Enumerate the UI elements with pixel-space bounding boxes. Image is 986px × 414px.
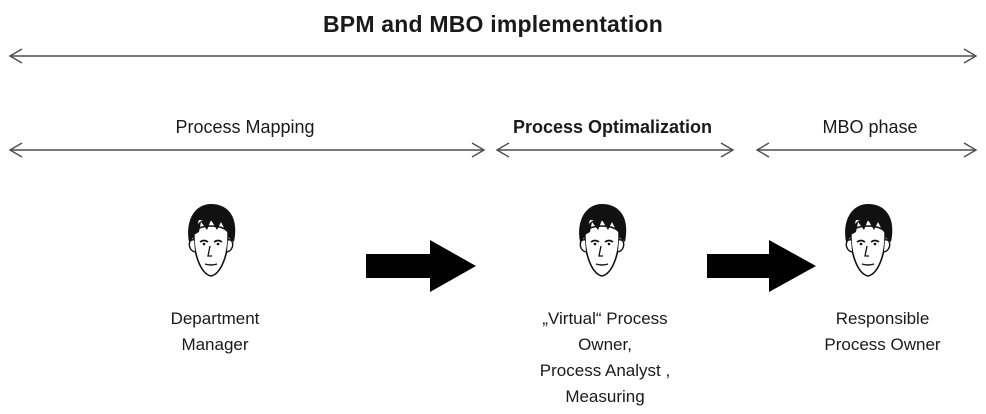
- phase-label-process-mapping: Process Mapping: [175, 117, 315, 137]
- role-label-responsible-process-owner: Responsible Process Owner: [824, 309, 941, 354]
- thick-right-arrow-icon: [366, 240, 476, 292]
- process-mapping-span-arrow: [8, 142, 486, 158]
- phase-label-process-optimalization: Process Optimalization: [512, 117, 713, 137]
- person-face-icon: [578, 203, 628, 277]
- phase-label-mbo: MBO phase: [822, 117, 918, 137]
- thick-right-arrow-icon: [707, 240, 816, 292]
- mbo-phase-span-arrow: [755, 142, 978, 158]
- role-label-virtual-process-owner: „Virtual“ Process Owner, Process Analyst…: [539, 309, 671, 406]
- person-face-icon: [187, 203, 237, 277]
- person-face-icon: [844, 203, 894, 277]
- overall-span-arrow: [8, 48, 978, 64]
- diagram-title: BPM and MBO implementation: [323, 11, 663, 37]
- role-label-department-manager: Department Manager: [170, 309, 260, 354]
- process-optimalization-span-arrow: [495, 142, 735, 158]
